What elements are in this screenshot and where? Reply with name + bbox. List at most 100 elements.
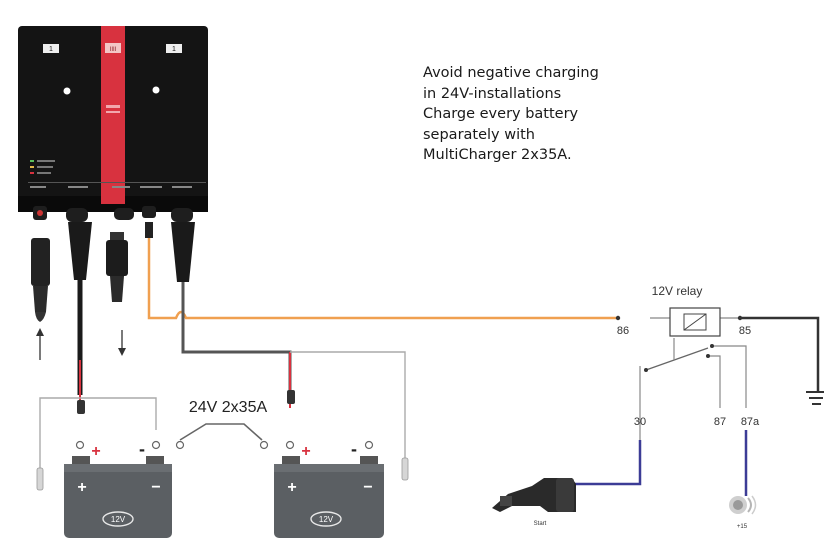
loose-plug-mid-strain (110, 276, 124, 302)
battery1-voltage-label: 12V (111, 515, 126, 524)
battery2-post-plus (282, 456, 300, 466)
battery2-minus-ring (364, 440, 374, 450)
negative-cable-dark (181, 282, 292, 402)
battery-1: 12V + - + − (64, 439, 172, 538)
port-label-5 (172, 186, 192, 188)
note-line-3: Charge every battery (423, 106, 579, 122)
relay-87-lead (708, 355, 721, 408)
port-socket-3 (114, 208, 134, 220)
terminal-87a-dot (710, 344, 714, 348)
charger-red-stripe (101, 26, 125, 204)
terminal-85-label: 85 (739, 325, 751, 337)
fuse-1 (77, 400, 85, 414)
terminal-87a-label: 87a (741, 416, 760, 428)
charger-led-right (152, 86, 160, 94)
port-label-2 (68, 186, 88, 188)
loose-plug-mid-tip (110, 232, 124, 241)
port-socket-4 (142, 206, 156, 218)
port-label-3 (112, 186, 130, 188)
charger-badge-right-text: 1 (172, 46, 176, 53)
relay-87a-lead (712, 345, 747, 408)
battery2-post-minus (360, 456, 378, 466)
signal-plug-body (145, 222, 153, 238)
bridge-ring-right (259, 440, 269, 450)
ground-icon (806, 391, 824, 405)
battery2-case-plus: + (287, 479, 296, 496)
port-label-4 (140, 186, 162, 188)
charger-legend-green (30, 160, 34, 162)
battery1-case-minus: − (151, 479, 160, 496)
battery2-body (274, 464, 384, 538)
multicharger-unit: 1 IIII 1 (18, 26, 208, 222)
ignition-label: +15 (737, 524, 748, 530)
plug-positive-body (68, 222, 92, 280)
charger-stripe-mark (106, 105, 120, 108)
cable-plugs (31, 222, 195, 402)
terminal-86-label: 86 (617, 325, 629, 337)
arrow-down-icon (118, 348, 126, 356)
battery2-plus-sign: + (301, 443, 310, 460)
wires (39, 238, 820, 496)
charger-legend-line-3 (37, 172, 51, 174)
charger-badge-right (166, 44, 182, 53)
terminal-86-dot (615, 315, 621, 321)
charger-stripe-mark-2 (106, 111, 120, 113)
loose-cable-end-left (36, 467, 44, 491)
starter-label: Start (534, 521, 547, 527)
battery2-lid (274, 464, 384, 472)
ignition-key-icon (729, 495, 757, 515)
terminal-87-dot (706, 354, 710, 358)
note-line-4: separately with (423, 126, 535, 143)
bridge-ring-left (175, 440, 185, 450)
system-label: 24V 2x35A (189, 399, 268, 416)
charger-legend-red (30, 172, 34, 174)
battery1-post-minus (146, 456, 164, 466)
terminal-85-dot (737, 315, 743, 321)
terminal-87-label: 87 (714, 416, 726, 428)
battery2-minus-sign: - (351, 439, 357, 459)
orange-signal-wire (147, 238, 618, 320)
battery-2: 12V + - + − (274, 439, 384, 538)
port-label-1 (30, 186, 46, 188)
installation-note: Avoid negative charging in 24V-installat… (423, 63, 723, 166)
battery1-lid (64, 464, 172, 472)
relay-switch-arm (645, 347, 709, 371)
blue-start-wire (572, 440, 642, 486)
battery2-plus-ring (285, 440, 295, 450)
battery1-minus-sign: - (139, 439, 145, 459)
battery1-negative-grey (80, 397, 157, 430)
charger-badge-left (43, 44, 59, 53)
battery1-post-plus (72, 456, 90, 466)
loose-plug-mid-body (106, 240, 128, 276)
fuse-2 (287, 390, 295, 404)
note-line-2: in 24V-installations (423, 85, 562, 102)
plug-negative-body (171, 222, 195, 282)
battery2-voltage-label: 12V (319, 515, 334, 524)
relay-coil-diag (683, 313, 707, 331)
battery2-case-minus: − (363, 479, 372, 496)
relay-85-ground-wire (740, 316, 820, 392)
port-socket-2 (66, 208, 88, 222)
battery1-label-oval (102, 511, 134, 527)
battery1-case-plus: + (77, 479, 86, 496)
loose-plug-left-strain (33, 286, 48, 312)
loose-plug-left-tail (35, 312, 46, 322)
battery1-minus-ring (151, 440, 161, 450)
loose-cable-end-right (401, 457, 409, 481)
note-line-1: Avoid negative charging (423, 65, 599, 81)
charger-legend-yellow (30, 166, 34, 168)
relay-coil (669, 307, 721, 337)
port-socket-1-dot (37, 210, 43, 216)
port-socket-5 (171, 208, 193, 222)
series-bridge (179, 423, 263, 441)
battery2-label-oval (310, 511, 342, 527)
battery1-body (64, 464, 172, 538)
charger-legend-line-2 (37, 166, 53, 168)
relay-title: 12V relay (652, 284, 703, 298)
battery1-plus-ring (75, 440, 85, 450)
starter-motor-icon (492, 478, 576, 512)
terminal-30-dot (644, 368, 648, 372)
arrow-up-icon (36, 328, 44, 336)
